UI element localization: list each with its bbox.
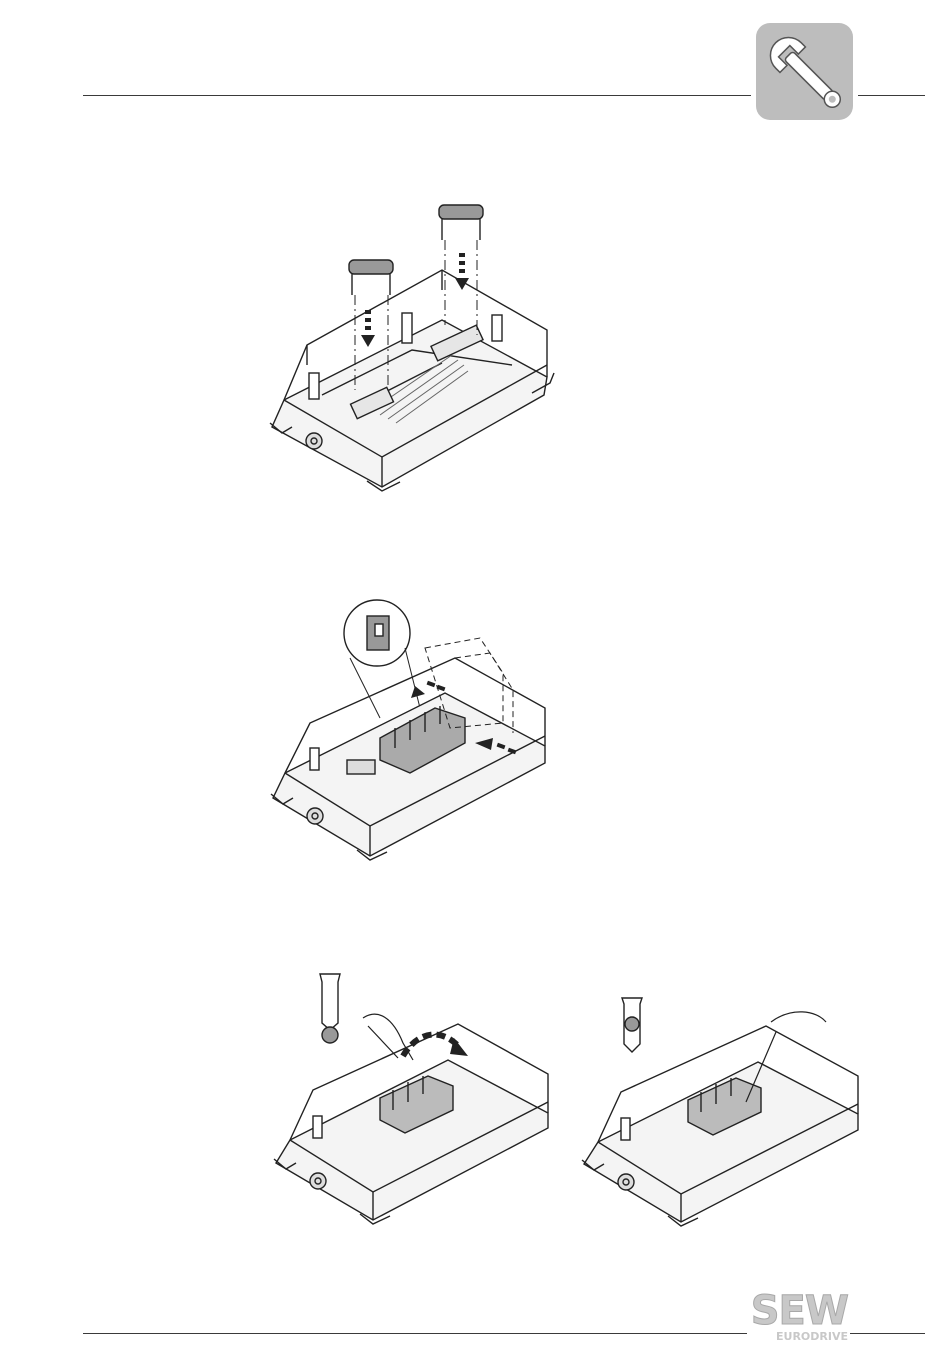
header-rule-left bbox=[83, 95, 751, 96]
figure-terminal-block-insertion bbox=[265, 598, 565, 868]
logo-word: SEW bbox=[751, 1288, 848, 1334]
tool-badge bbox=[756, 23, 853, 120]
wrench-icon bbox=[756, 23, 853, 120]
footer-rule-right bbox=[850, 1333, 925, 1334]
figure-screwdriver-lock bbox=[576, 992, 876, 1232]
header-rule-right bbox=[858, 95, 925, 96]
figure-clamp-installation bbox=[262, 195, 562, 495]
figure-screwdriver-release bbox=[268, 968, 568, 1228]
sew-eurodrive-logo: SEW EURODRIVE bbox=[748, 1294, 852, 1342]
logo-subword: EURODRIVE bbox=[776, 1330, 848, 1343]
footer-rule-left bbox=[83, 1333, 747, 1334]
